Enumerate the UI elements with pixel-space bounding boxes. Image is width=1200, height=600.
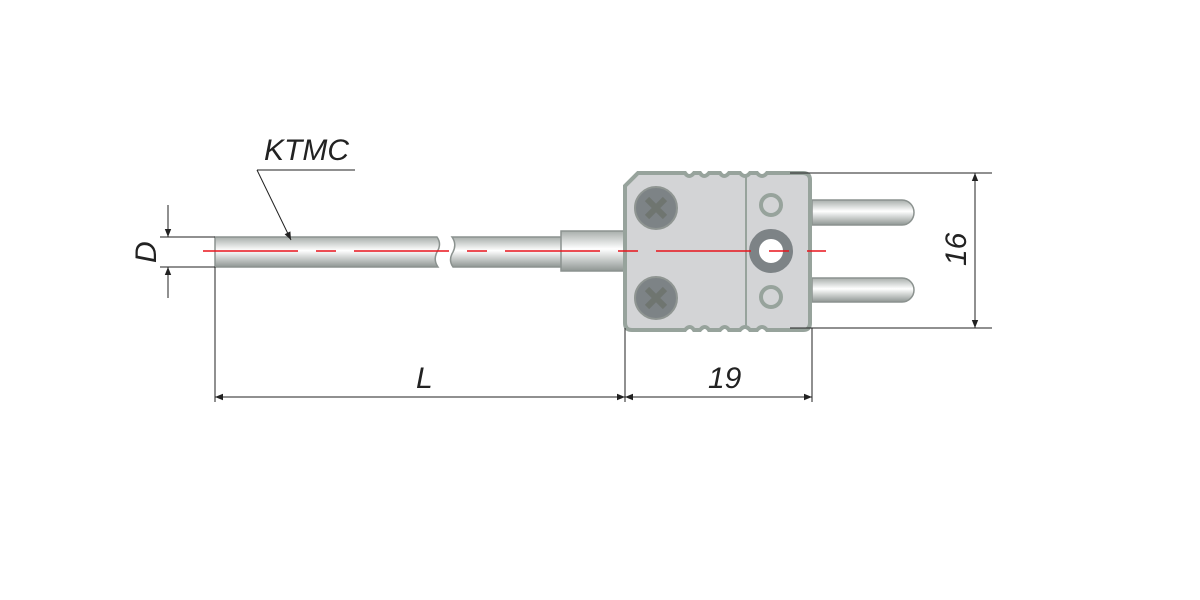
length-label: L	[416, 362, 433, 395]
screw-top	[634, 186, 678, 230]
hole-top	[759, 193, 783, 217]
connector-height-label: 16	[940, 232, 973, 266]
diameter-label: D	[130, 241, 163, 263]
cable-type-label: KTMC	[264, 134, 349, 167]
hole-bottom	[759, 285, 783, 309]
cable-sheath	[214, 236, 563, 268]
dimension-lines	[160, 169, 992, 402]
connector-length-label: 19	[708, 362, 742, 395]
connector-pins	[811, 199, 915, 303]
screw-bottom	[634, 276, 678, 320]
